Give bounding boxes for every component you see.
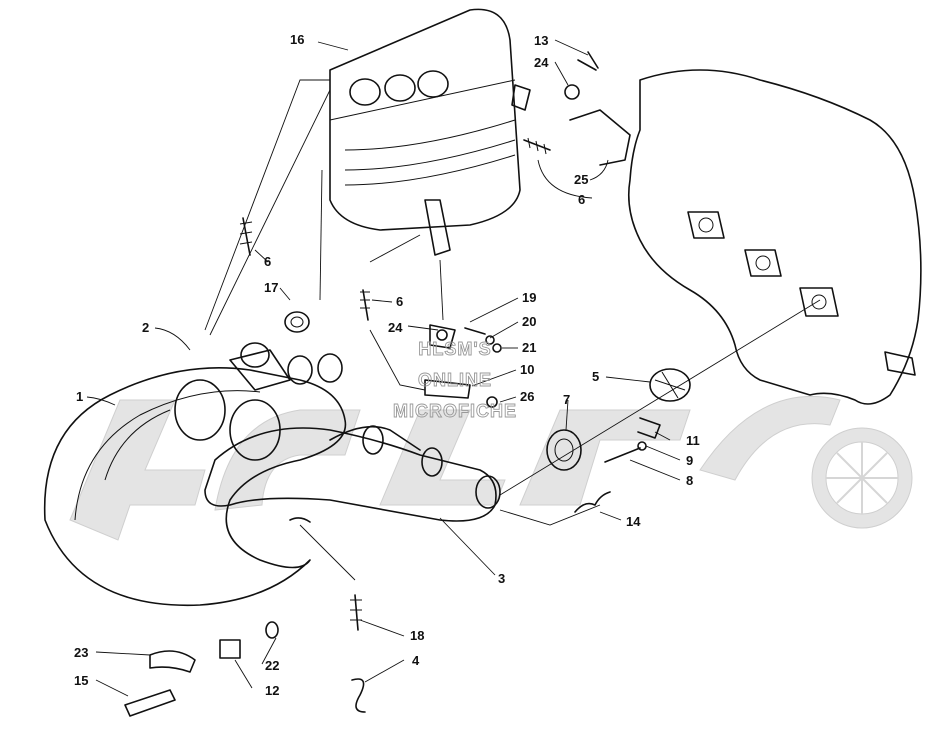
callout-1: 1: [76, 389, 83, 404]
callout-23: 23: [74, 645, 88, 660]
callout-26: 26: [520, 389, 534, 404]
callout-24-center: 24: [388, 320, 403, 335]
callout-labels: 1 2 3 4 5 6 6 6 7 8 9 10 11 12 13 14 15 …: [74, 32, 700, 698]
engine-block: [627, 69, 922, 405]
callout-22: 22: [265, 658, 279, 673]
callout-14: 14: [626, 514, 641, 529]
callout-7: 7: [563, 392, 570, 407]
callout-3: 3: [498, 571, 505, 586]
leader-lines: [86, 39, 821, 697]
background-brand-watermark: [69, 395, 913, 541]
callout-11: 11: [686, 433, 700, 448]
callout-9: 9: [686, 453, 693, 468]
exhaust-port-gasket: [687, 211, 725, 239]
microfiche-watermark: HLSM'S ONLINE MICROFICHE: [393, 339, 517, 422]
callout-13: 13: [534, 33, 548, 48]
callout-17: 17: [264, 280, 278, 295]
callout-6-upper: 6: [578, 192, 585, 207]
callout-6-left: 6: [264, 254, 271, 269]
exhaust-port-gasket: [744, 249, 782, 277]
callout-15: 15: [74, 673, 88, 688]
watermark-line-1: HLSM'S: [418, 339, 491, 359]
callout-4: 4: [412, 653, 420, 668]
callout-5: 5: [592, 369, 599, 384]
callout-18: 18: [410, 628, 424, 643]
engine-mount-boss: [884, 351, 916, 376]
callout-2: 2: [142, 320, 149, 335]
callout-8: 8: [686, 473, 693, 488]
callout-12: 12: [265, 683, 279, 698]
callout-24-upper: 24: [534, 55, 549, 70]
exhaust-hardware: [124, 51, 691, 717]
callout-6-center: 6: [396, 294, 403, 309]
callout-20: 20: [522, 314, 536, 329]
silencer-box: [329, 8, 531, 256]
exhaust-y-pipe: [204, 342, 501, 522]
exhaust-port-gasket: [799, 287, 839, 317]
expansion-chamber: [43, 366, 347, 607]
callout-10: 10: [520, 362, 534, 377]
callout-16: 16: [290, 32, 304, 47]
callout-21: 21: [522, 340, 536, 355]
callout-19: 19: [522, 290, 536, 305]
watermark-line-3: MICROFICHE: [393, 401, 517, 421]
watermark-line-2: ONLINE: [418, 370, 492, 390]
callout-25: 25: [574, 172, 588, 187]
